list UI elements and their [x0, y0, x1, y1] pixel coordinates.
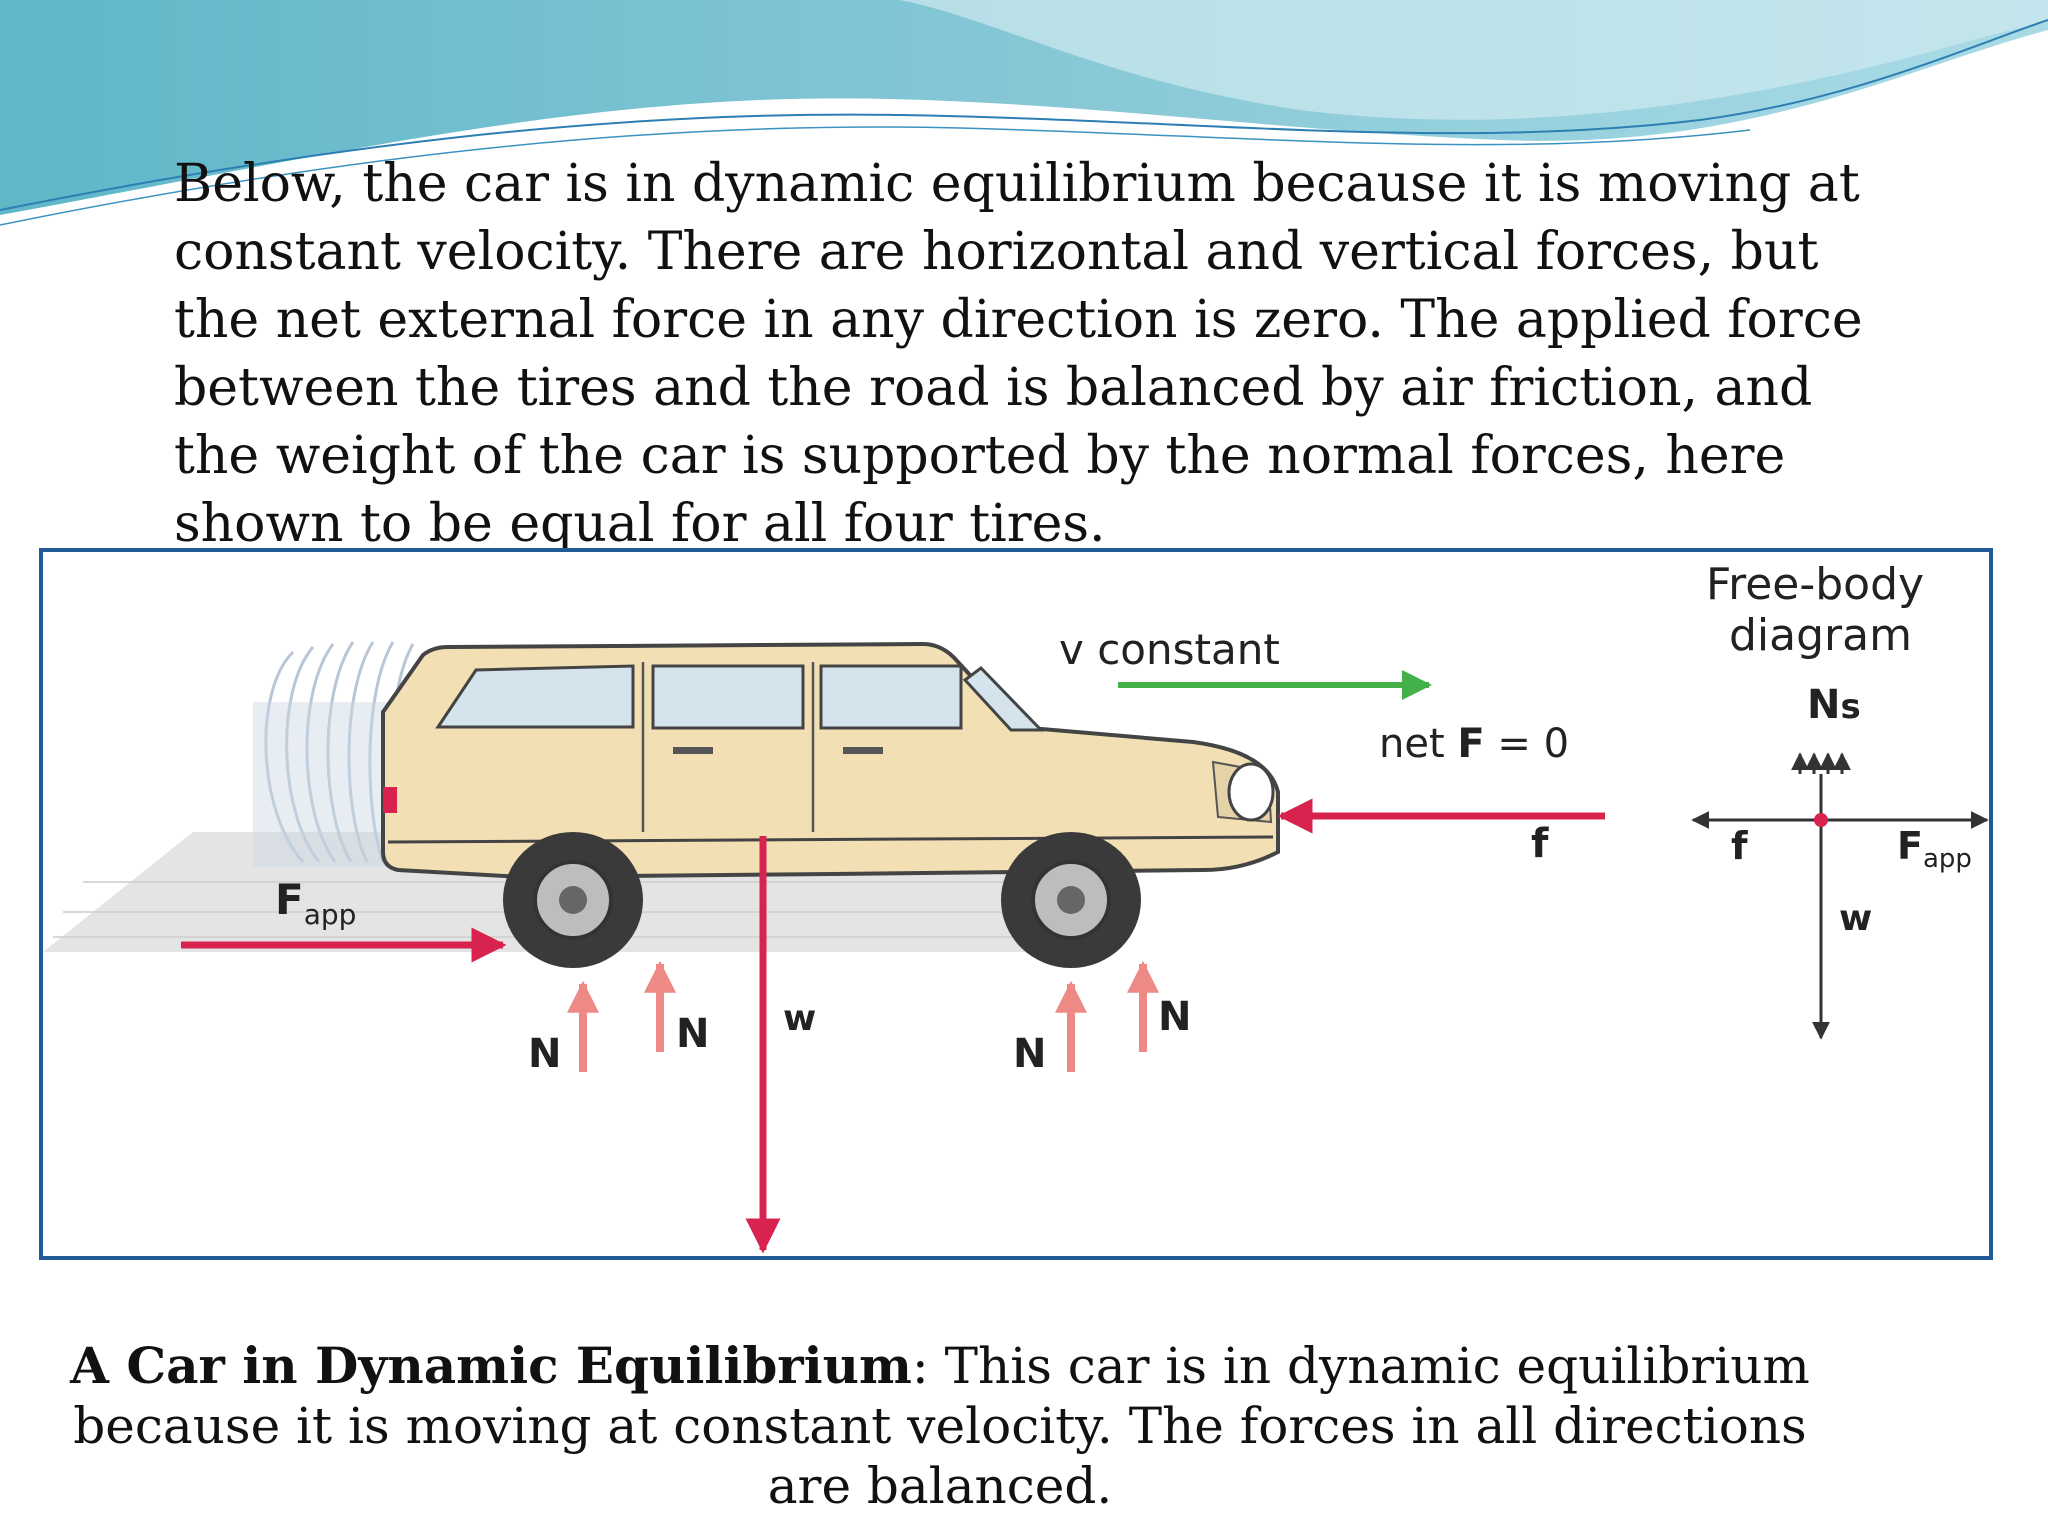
windshield — [962, 666, 1045, 732]
normal-label-2: N — [676, 1011, 709, 1057]
car — [381, 641, 1280, 968]
figure-caption: A Car in Dynamic Equilibrium: This car i… — [40, 1336, 1840, 1516]
rear-wheel — [503, 832, 643, 968]
friction-label: f — [1531, 821, 1549, 867]
motion-trail — [264, 641, 415, 864]
wave-header-decoration — [0, 0, 2048, 226]
fbd-normal-label: Ns — [1807, 682, 1861, 728]
rear-window — [435, 664, 635, 729]
free-body-title-line1: Free-body — [1706, 559, 1924, 610]
intro-paragraph: Below, the car is in dynamic equilibrium… — [174, 154, 1863, 554]
headlight — [1227, 762, 1275, 822]
normal-force-arrows — [567, 960, 1159, 1072]
front-window — [819, 664, 963, 730]
normal-label-4: N — [1158, 994, 1191, 1040]
velocity-label: v constant — [1059, 625, 1280, 674]
fbd-friction-label: f — [1731, 824, 1748, 868]
free-body-diagram: Free-body diagram Ns f Fapp w — [1691, 559, 1989, 1040]
normal-label-1: N — [528, 1031, 561, 1077]
fbd-applied-label: Fapp — [1897, 824, 1972, 874]
net-force-label: net F = 0 — [1379, 721, 1569, 767]
normal-label-3: N — [1013, 1031, 1046, 1077]
caption-body: This car is in dynamic equilibrium becau… — [73, 1337, 1810, 1515]
diagram-frame: v constant net F = 0 f Fapp w N N N N Fr… — [39, 548, 1993, 1260]
caption-separator: : — [911, 1337, 929, 1395]
middle-window — [651, 664, 805, 730]
weight-label: w — [783, 998, 816, 1039]
applied-force-label: Fapp — [275, 875, 356, 931]
free-body-title-line2: diagram — [1729, 610, 1912, 661]
car-equilibrium-diagram: v constant net F = 0 f Fapp w N N N N Fr… — [43, 559, 1989, 1254]
front-wheel — [1001, 832, 1141, 968]
fbd-center-point — [1814, 813, 1828, 827]
caption-title: A Car in Dynamic Equilibrium — [70, 1336, 912, 1395]
fbd-weight-label: w — [1839, 898, 1872, 939]
